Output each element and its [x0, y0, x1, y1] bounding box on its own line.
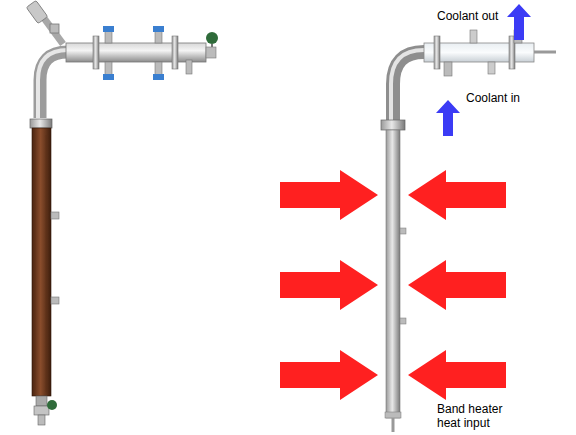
heat-arrows: [280, 170, 506, 400]
coolant-arrows: [436, 4, 531, 136]
gauge-fitting: [26, 0, 63, 44]
heat-label: Band heater heat input: [437, 402, 521, 430]
flow-label: Coolant out: [437, 9, 513, 23]
left-apparatus: [26, 0, 218, 425]
right-apparatus: [381, 30, 556, 432]
flow-label: Coolant in: [466, 91, 546, 105]
